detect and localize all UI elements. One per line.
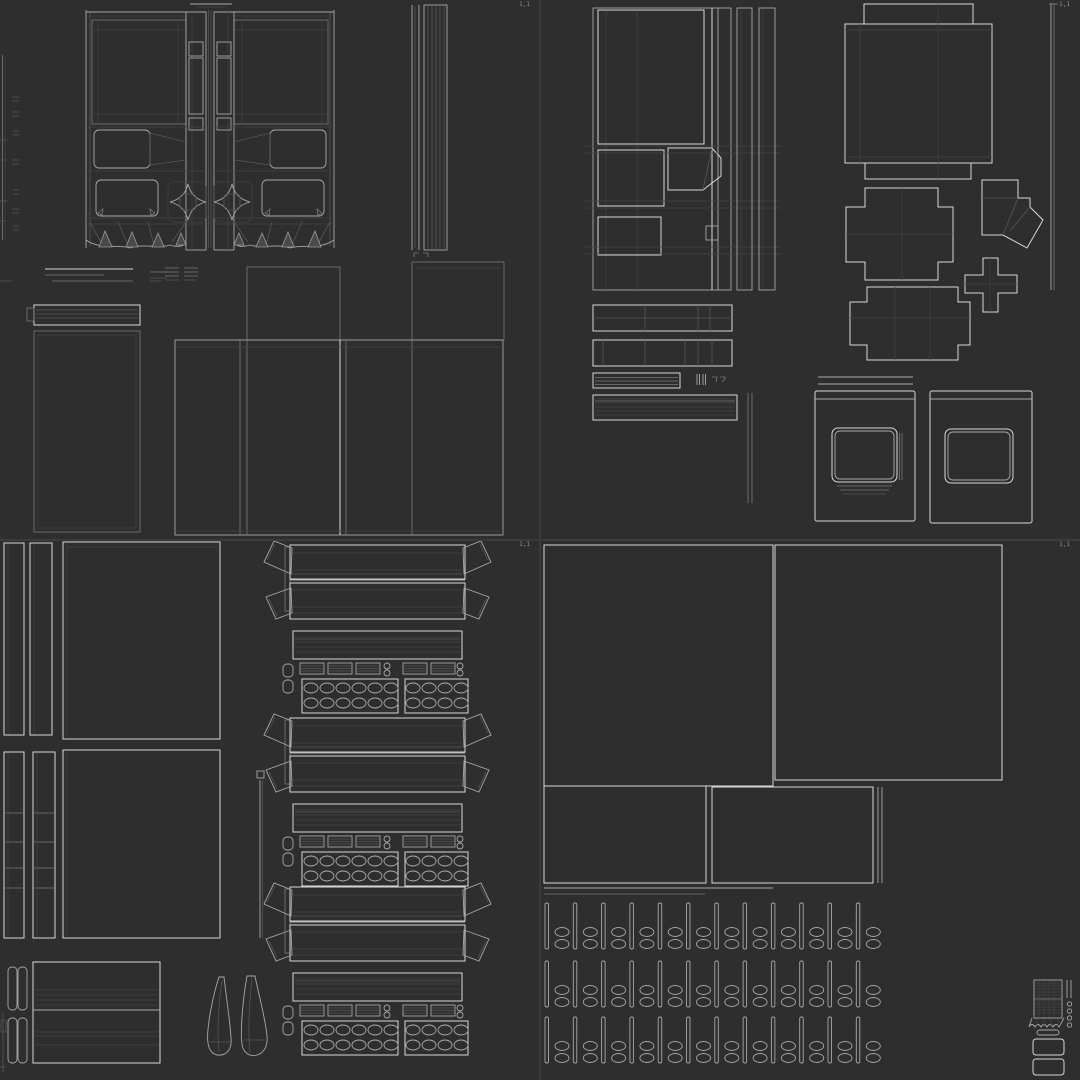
uv-island-corner-unfold [981, 179, 1044, 249]
uv-island-slat-row-3 [544, 1016, 881, 1064]
uv-island-base-panels [174, 261, 505, 536]
uv-island-leg-caps [0, 966, 28, 1072]
uv-island-panel-group-upper [3, 541, 221, 740]
uv-island-back-panel [585, 7, 780, 291]
uv-island-slat-row-2 [544, 960, 881, 1008]
tile-label: 1,1 [519, 541, 530, 548]
uv-island-edge-strip-right [1049, 3, 1058, 290]
uv-island-cushion-set-3 [263, 882, 492, 1002]
uv-island-medium-panels [543, 785, 883, 884]
uv-island-cushion-set-1 [263, 540, 492, 660]
uv-island-side-strips [736, 7, 776, 291]
uv-island-skirt-bar-left [26, 304, 141, 326]
uv-island-striped-panel [32, 961, 161, 1064]
uv-island-cross-unfold-b [849, 286, 971, 361]
uv-island-cushion-set-2 [263, 713, 492, 833]
tile-seam-horizontal [0, 539, 1080, 541]
uv-island-rail-bars [592, 304, 753, 503]
uv-island-trim-lines [0, 267, 198, 282]
uv-tile-bottom-right: 1,1 [540, 540, 1080, 1080]
uv-island-panel-group-lower [3, 749, 221, 939]
uv-island-seat-box-unfold [844, 3, 993, 180]
tile-label: 1,1 [1059, 1, 1070, 8]
uv-island-cross-unfold-a [845, 187, 954, 281]
uv-island-tall-strips-right [411, 4, 448, 257]
uv-tile-top-right: 1,1 [540, 0, 1080, 540]
uv-island-small-plus-unfold [964, 257, 1018, 313]
uv-island-piping-rod [256, 770, 265, 938]
tile-label: 1,1 [519, 1, 530, 8]
uv-island-long-trim [544, 887, 773, 895]
uv-island-fabric-corner-piece [1028, 979, 1073, 1076]
uv-island-button-strip-2 [283, 836, 468, 886]
uv-island-speaker-panels [814, 376, 1033, 524]
uv-island-slat-row-1 [544, 902, 881, 950]
tile-label: 1,1 [1059, 541, 1070, 548]
uv-island-armrest-pieces [207, 975, 268, 1056]
uv-island-large-panels [543, 544, 1003, 787]
uv-island-side-panel-left [33, 330, 141, 533]
uv-island-button-strip-1 [283, 663, 468, 713]
uv-island-button-strip-3 [283, 1005, 468, 1055]
uv-tile-bottom-left: 1,1 [0, 540, 540, 1080]
uv-island-edge-strips-left [0, 55, 19, 242]
uv-tile-top-left: 1,1 [0, 0, 540, 540]
uv-island-sofa-shell [85, 3, 335, 251]
